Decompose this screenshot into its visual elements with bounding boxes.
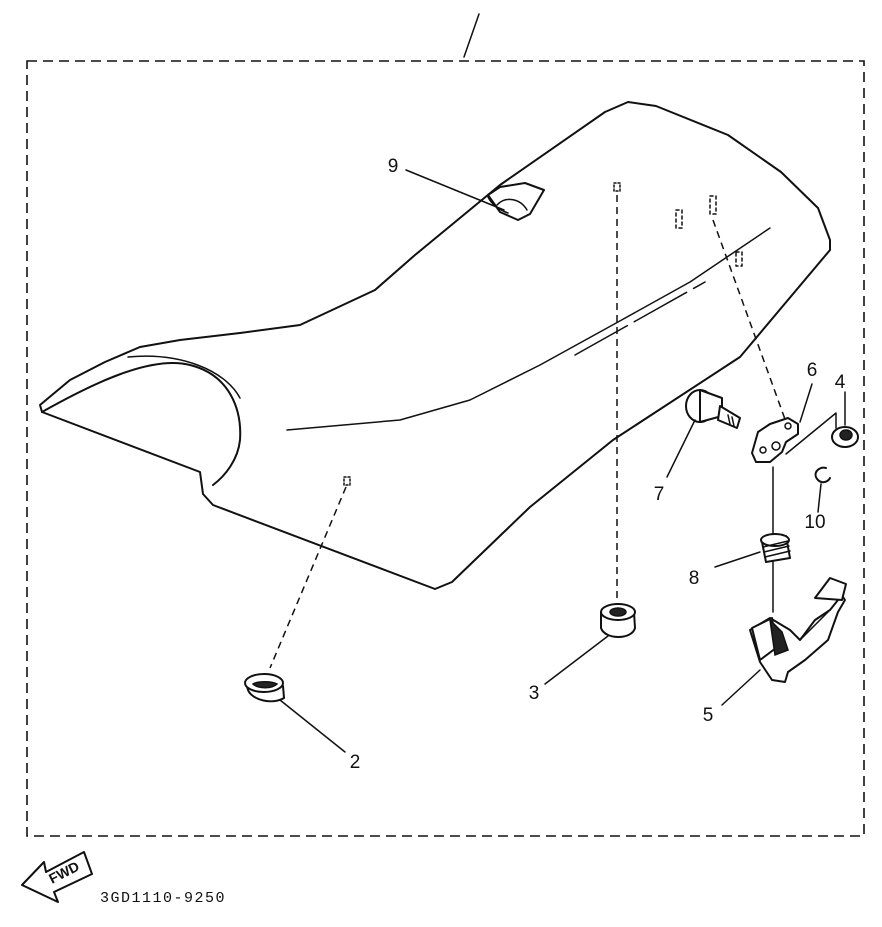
diagram-code: 3GD1110-9250	[100, 890, 226, 907]
clip-part-10	[814, 466, 831, 513]
align-line-2	[269, 486, 347, 669]
callout-10: 10	[804, 512, 825, 533]
callout-3: 3	[529, 683, 540, 704]
lock-bracket-part-6	[751, 383, 813, 541]
callout-5: 5	[703, 705, 714, 726]
grommet-part-4	[785, 391, 859, 455]
leader-9	[405, 169, 505, 211]
seat-lock-part-5	[721, 577, 847, 706]
callout-6: 6	[807, 360, 818, 381]
leader-1	[463, 13, 480, 58]
seat	[39, 101, 831, 590]
assembly-boundary	[26, 60, 865, 837]
align-line-lock	[712, 219, 787, 423]
callout-9: 9	[388, 156, 399, 177]
callout-4: 4	[835, 372, 846, 393]
callout-2: 2	[350, 752, 361, 773]
fwd-arrow-icon: FWD	[21, 851, 93, 903]
damper-part-3	[544, 603, 636, 685]
callout-7: 7	[654, 484, 665, 505]
bolt-part-7	[666, 389, 741, 478]
damper-part-2	[244, 673, 346, 753]
callout-8: 8	[689, 568, 700, 589]
spring-part-8	[714, 533, 791, 613]
